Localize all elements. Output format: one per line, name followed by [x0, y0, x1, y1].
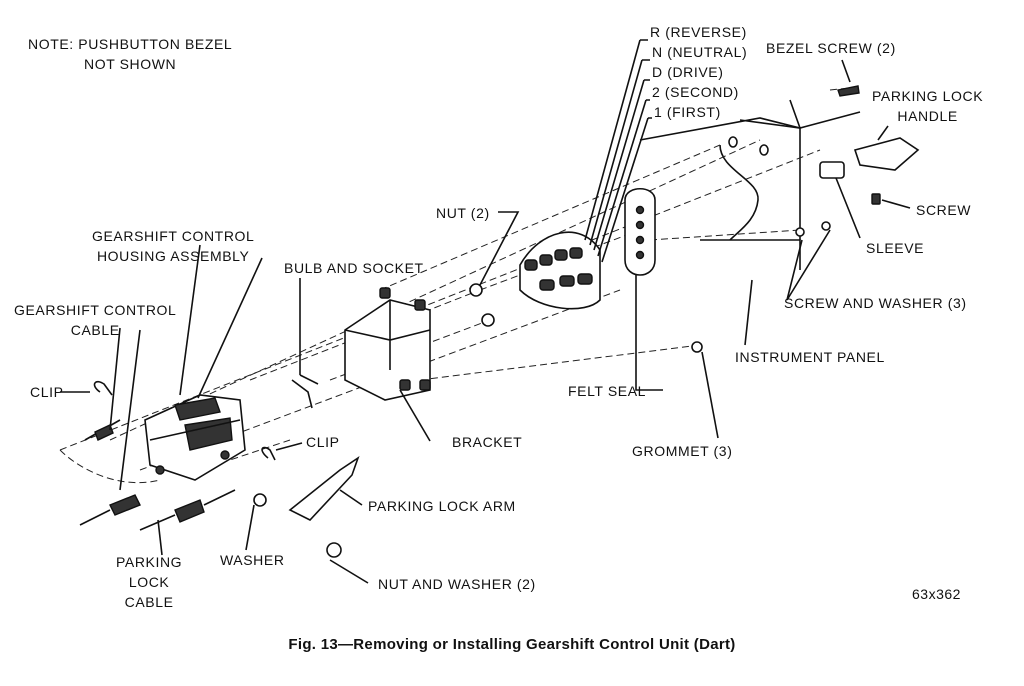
label-clip-mid: CLIP [306, 434, 340, 450]
label-cable-2: CABLE [70, 322, 120, 338]
instrument-panel-drawing [639, 99, 861, 270]
figure-code: 63x362 [912, 586, 961, 602]
felt-seal-drawing [624, 187, 656, 276]
label-housing-assembly: GEARSHIFT CONTROL HOUSING ASSEMBLY [92, 226, 254, 266]
label-parking-lock-handle: PARKING LOCK HANDLE [872, 86, 983, 126]
label-pl-cable-2: LOCK [128, 574, 170, 590]
label-clip-left: CLIP [30, 384, 64, 400]
label-drive: D (DRIVE) [652, 64, 724, 80]
bracket-drawing [344, 287, 431, 401]
label-parking-lock-handle-1: PARKING LOCK [872, 88, 984, 104]
pushbutton-switch-drawing [519, 39, 652, 310]
cables-drawing [79, 419, 236, 531]
label-pl-cable-3: CABLE [124, 594, 174, 610]
label-nut-washer: NUT AND WASHER (2) [378, 576, 536, 592]
label-second: 2 (SECOND) [652, 84, 739, 100]
label-washer: WASHER [220, 552, 285, 568]
label-sleeve: SLEEVE [866, 240, 925, 256]
label-first: 1 (FIRST) [654, 104, 721, 120]
label-cable-1: GEARSHIFT CONTROL [14, 302, 177, 318]
label-grommet: GROMMET (3) [632, 443, 733, 459]
label-screw-washer: SCREW AND WASHER (3) [784, 295, 967, 311]
label-nut: NUT (2) [436, 205, 490, 221]
label-felt-seal: FELT SEAL [568, 383, 647, 399]
label-parking-lock-arm: PARKING LOCK ARM [368, 498, 516, 514]
leader-lines [60, 59, 911, 584]
label-housing-1: GEARSHIFT CONTROL [92, 228, 255, 244]
label-parking-lock-handle-2: HANDLE [897, 108, 958, 124]
label-bezel-screw: BEZEL SCREW (2) [766, 40, 896, 56]
label-screw: SCREW [916, 202, 972, 218]
label-pl-cable-1: PARKING [116, 554, 183, 570]
housing-assembly-drawing [144, 394, 246, 481]
label-bulb-socket: BULB AND SOCKET [284, 260, 424, 276]
note-text: NOTE: PUSHBUTTON BEZEL NOT SHOWN [28, 34, 232, 74]
label-reverse: R (REVERSE) [650, 24, 747, 40]
label-parking-lock-cable: PARKING LOCK CABLE [116, 552, 182, 612]
label-housing-2: HOUSING ASSEMBLY [96, 248, 250, 264]
figure-caption: Fig. 13—Removing or Installing Gearshift… [288, 636, 736, 653]
label-bracket: BRACKET [452, 434, 523, 450]
note-line-2: NOT SHOWN [84, 56, 177, 72]
label-gearshift-cable: GEARSHIFT CONTROL CABLE [14, 300, 176, 340]
note-line-1: NOTE: PUSHBUTTON BEZEL [28, 36, 233, 52]
label-neutral: N (NEUTRAL) [652, 44, 748, 60]
label-instrument-panel: INSTRUMENT PANEL [735, 349, 885, 365]
small-parts-drawing [93, 85, 920, 558]
